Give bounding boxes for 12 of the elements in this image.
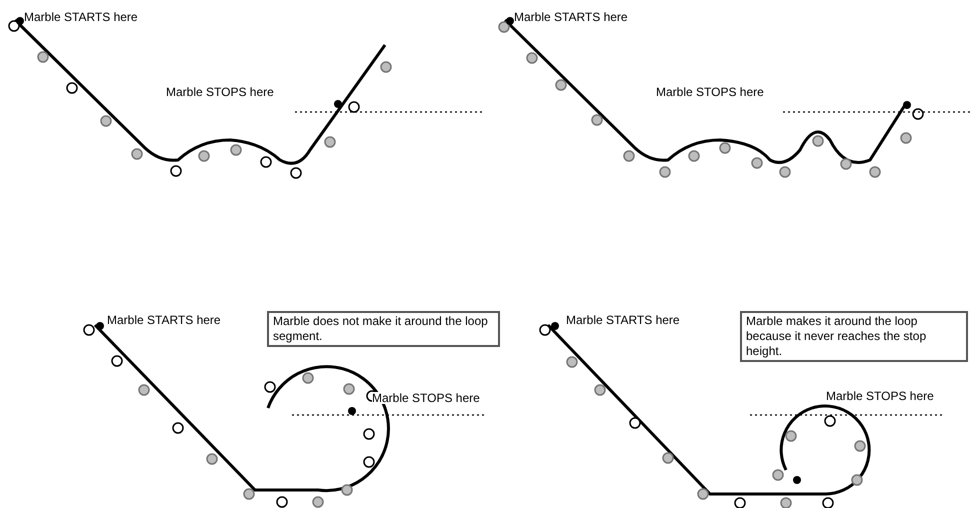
note-text: Marble does not make it around the loop segment. [273,314,489,344]
track-label: Marble STARTS here [107,314,221,326]
track-label: Marble STOPS here [656,86,764,98]
track-label: Marble STOPS here [372,392,480,404]
track-label: Marble STARTS here [514,11,628,23]
track-label: Marble STOPS here [166,86,274,98]
note-text: Marble makes it around the loop because it never reaches the stop height. [746,314,928,359]
note-box [267,311,500,347]
track-label: Marble STARTS here [24,11,138,23]
track-label: Marble STOPS here [826,390,934,402]
note-box [740,311,968,362]
track-label: Marble STARTS here [566,314,680,326]
